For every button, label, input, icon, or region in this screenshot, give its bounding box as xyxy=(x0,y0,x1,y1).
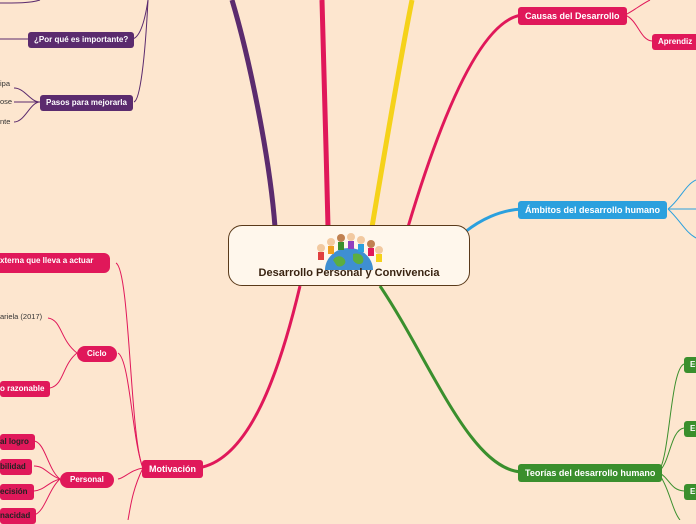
personal-item-3[interactable]: ecisión xyxy=(0,484,34,500)
central-title: Desarrollo Personal y Convivencia xyxy=(258,267,440,279)
cycle-node[interactable]: Ciclo xyxy=(77,346,117,362)
theory-item-1[interactable]: En xyxy=(684,357,696,373)
step-item-3: nte xyxy=(0,117,11,126)
motivation-node[interactable]: Motivación xyxy=(142,460,204,478)
personal-item-1[interactable]: al logro xyxy=(0,434,35,450)
learning-node[interactable]: Aprendiz xyxy=(652,34,696,50)
reasonable-node[interactable]: o razonable xyxy=(0,381,51,397)
step-item-1: ipa xyxy=(0,79,11,88)
personal-item-2[interactable]: bilidad xyxy=(0,459,32,475)
steps-node[interactable]: Pasos para mejorarla xyxy=(40,95,133,111)
theories-node[interactable]: Teorías del desarrollo humano xyxy=(518,464,663,482)
children-globe-icon xyxy=(317,233,383,270)
areas-node[interactable]: Ámbitos del desarrollo humano xyxy=(518,201,668,219)
central-topic[interactable]: Desarrollo Personal y Convivencia xyxy=(228,225,470,286)
personal-node[interactable]: Personal xyxy=(60,472,114,488)
theory-item-3[interactable]: En xyxy=(684,484,696,500)
causes-node[interactable]: Causas del Desarrollo xyxy=(518,7,627,25)
step-item-2: ose xyxy=(0,97,13,106)
theory-item-2[interactable]: En xyxy=(684,421,696,437)
personal-item-4[interactable]: nacidad xyxy=(0,508,37,524)
motivation-top-item[interactable]: xterna que lleva a actuar xyxy=(0,253,110,273)
why-important-node[interactable]: ¿Por qué es importante? xyxy=(28,32,135,48)
source-text: ariela (2017) xyxy=(0,312,43,321)
